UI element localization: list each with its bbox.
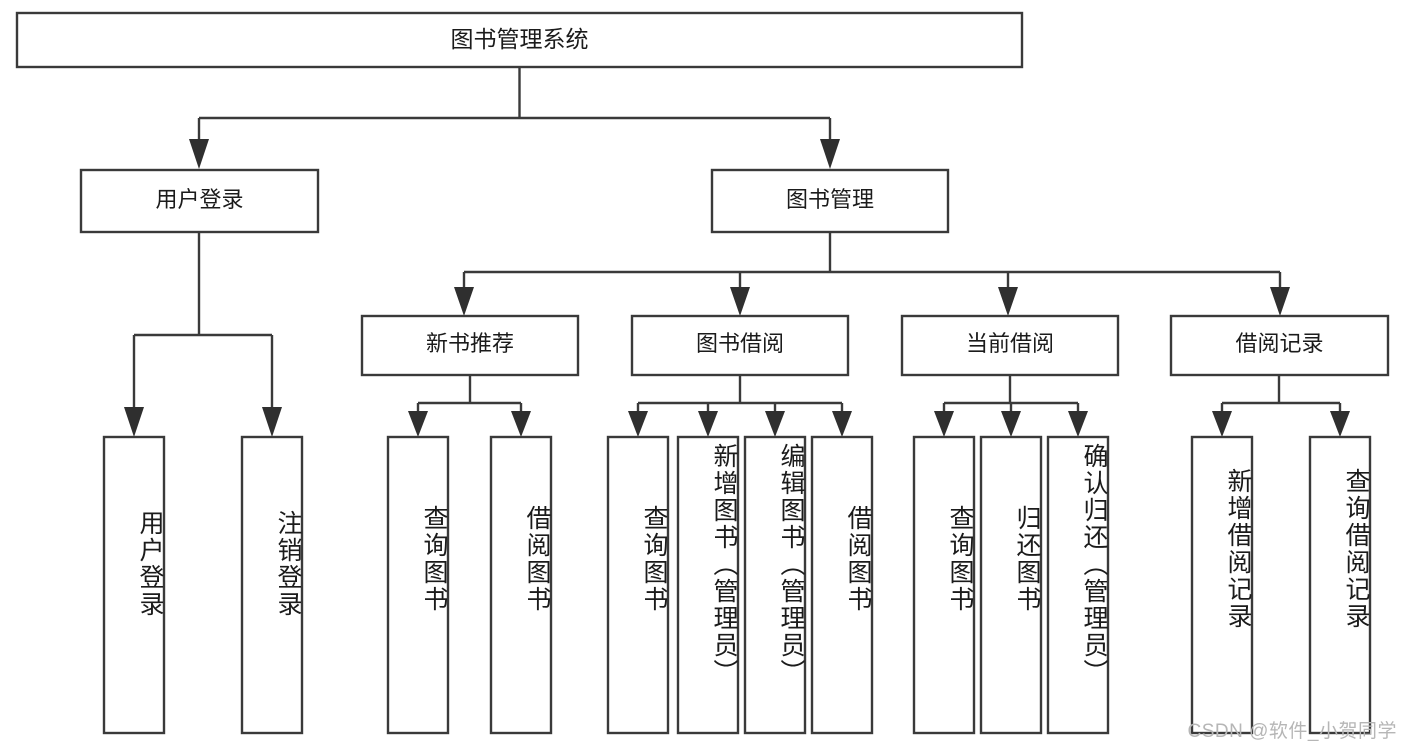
arrow-leaf-br-query	[1330, 411, 1350, 437]
arrow-to-current-borrow	[998, 287, 1018, 316]
arrow-leaf-bb-edit	[765, 411, 785, 437]
node-new-book-rec-box[interactable]	[360, 314, 580, 377]
arrow-leaf-cb-query	[934, 411, 954, 437]
node-borrow-record-box[interactable]	[1169, 314, 1390, 377]
node-book-borrow-label: 图书借阅	[696, 331, 784, 356]
node-new-book-rec-label: 新书推荐	[426, 331, 514, 356]
arrow-leaf-cb-confirm	[1068, 411, 1088, 437]
arrow-to-user-login	[189, 139, 209, 169]
node-borrow-record-label: 借阅记录	[1235, 331, 1323, 356]
arrow-leaf-nbr-query	[408, 411, 428, 437]
arrow-leaf-br-add	[1212, 411, 1232, 437]
arrow-leaf-user-login	[124, 407, 144, 437]
node-book-borrow-box[interactable]	[630, 314, 850, 377]
arrow-leaf-nbr-borrow	[511, 411, 531, 437]
leaf-box-br-query-record[interactable]	[1308, 435, 1372, 735]
leaf-box-br-add-record[interactable]	[1190, 435, 1254, 735]
leaf-box-nbr-borrow-book[interactable]	[489, 435, 553, 735]
watermark-text: CSDN @软件_小贺同学	[1187, 721, 1397, 742]
node-user-login-box[interactable]	[79, 168, 320, 234]
arrow-leaf-logout	[262, 407, 282, 437]
connector-group-current-borrow	[934, 375, 1088, 437]
connector-group-new-book-rec	[408, 375, 531, 437]
arrow-leaf-bb-query	[628, 411, 648, 437]
connector-group-user-login	[124, 232, 282, 437]
connector-group-book-management	[454, 232, 1290, 316]
connector-group-root	[189, 67, 840, 169]
node-book-management-box[interactable]	[710, 168, 950, 234]
node-current-borrow-label: 当前借阅	[966, 331, 1054, 356]
leaf-box-cb-confirm-return[interactable]	[1046, 435, 1110, 735]
node-root-box[interactable]	[15, 11, 1024, 69]
node-root-label: 图书管理系统	[451, 26, 589, 52]
arrow-to-book-management	[820, 139, 840, 169]
arrow-leaf-cb-return	[1001, 411, 1021, 437]
node-book-management-label: 图书管理	[786, 187, 874, 212]
connector-group-book-borrow	[628, 375, 852, 437]
leaf-box-bb-borrow-book[interactable]	[810, 435, 874, 735]
arrow-to-new-book-rec	[454, 287, 474, 316]
leaf-box-logout[interactable]	[240, 435, 304, 735]
node-current-borrow-box[interactable]	[900, 314, 1120, 377]
connector-group-borrow-record	[1212, 375, 1350, 437]
leaf-box-bb-query-book[interactable]	[606, 435, 670, 735]
leaf-box-cb-query-book[interactable]	[912, 435, 976, 735]
leaf-box-user-login[interactable]	[102, 435, 166, 735]
leaf-box-cb-return-book[interactable]	[979, 435, 1043, 735]
leaf-box-nbr-query-book[interactable]	[386, 435, 450, 735]
leaf-box-bb-add-book[interactable]	[676, 435, 740, 735]
node-user-login-label: 用户登录	[155, 187, 243, 212]
arrow-to-borrow-record	[1270, 287, 1290, 316]
arrow-leaf-bb-add	[698, 411, 718, 437]
arrow-to-book-borrow	[730, 287, 750, 316]
leaf-box-bb-edit-book[interactable]	[743, 435, 807, 735]
arrow-leaf-bb-borrow	[832, 411, 852, 437]
